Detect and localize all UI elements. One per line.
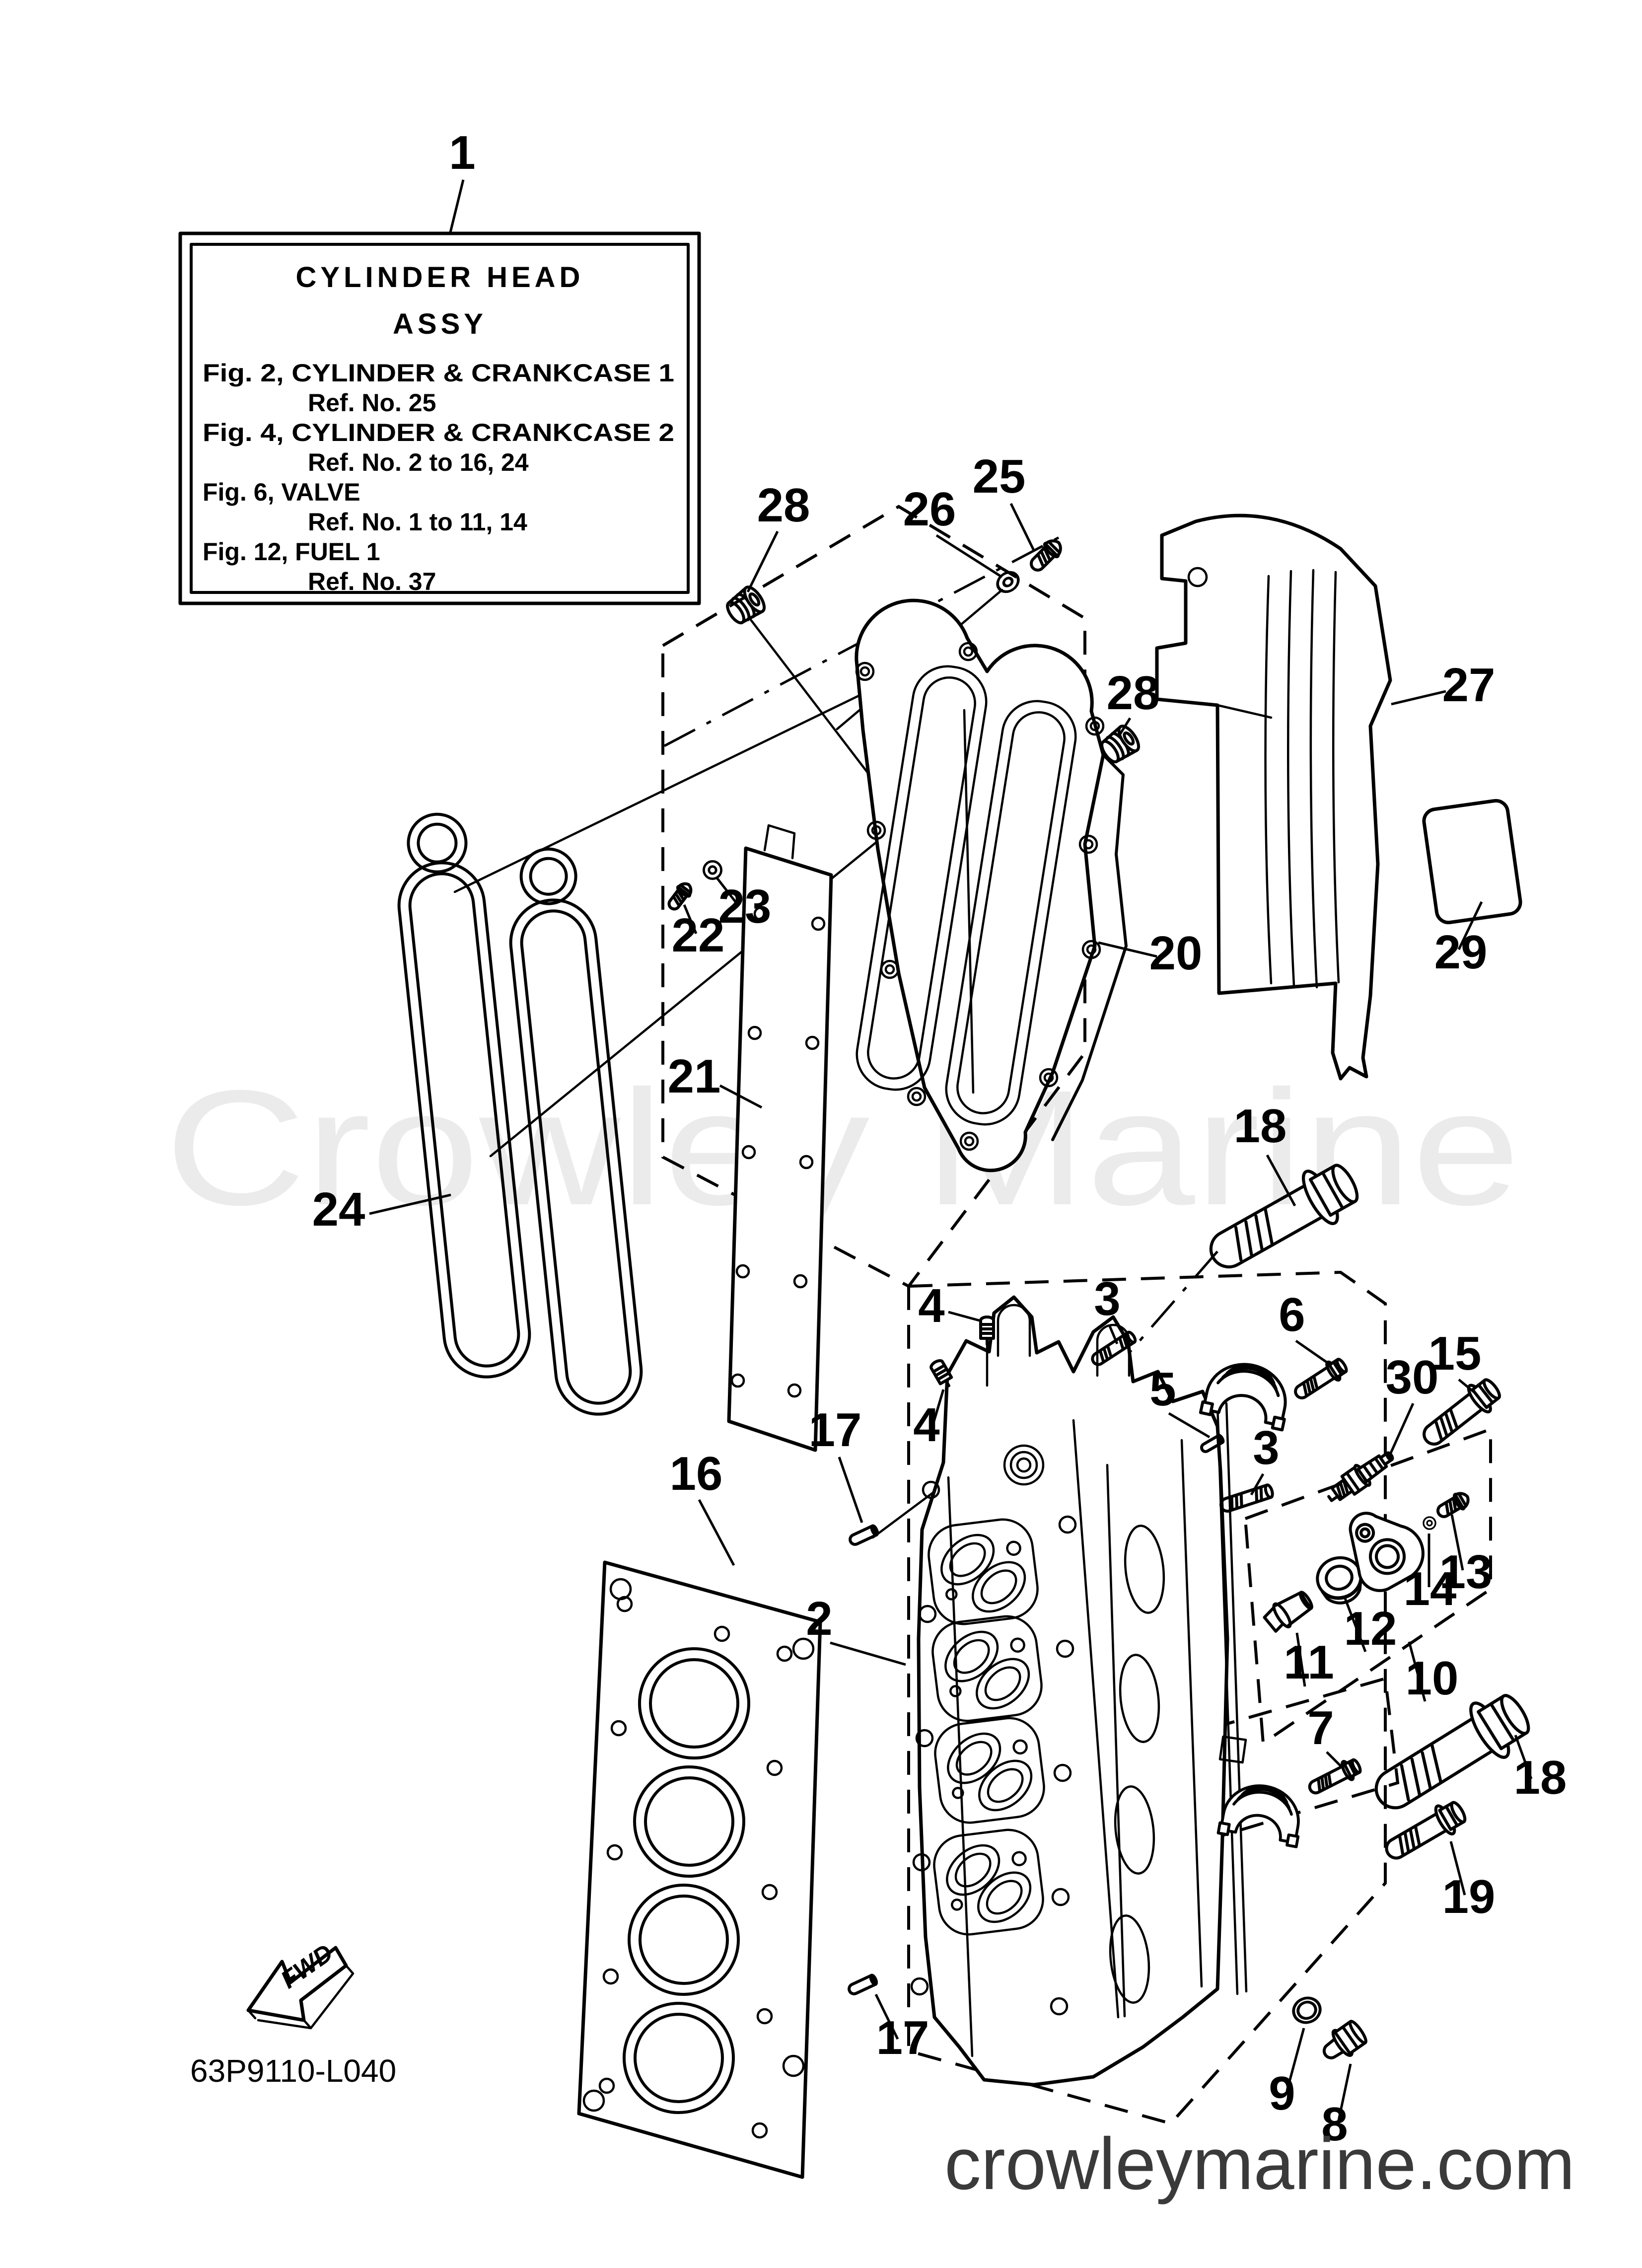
info-line-4: Fig. 6, VALVE [203,478,360,506]
callout-15: 15 [1428,1327,1482,1380]
hardware [665,536,1538,2059]
label-plate [1422,799,1522,925]
info-box-subtitle: ASSY [393,308,487,340]
bolt-6 [1291,1355,1350,1404]
callout-24: 24 [312,1183,365,1236]
anode-11 [1263,1591,1313,1633]
dowel-17 [848,1975,878,1995]
spark-plug-30 [1327,1451,1394,1502]
callout-12: 12 [1344,1602,1397,1655]
callout-2: 2 [806,1592,832,1645]
cylinder-head [910,1295,1248,2087]
callout-4: 4 [918,1279,944,1332]
callout-18: 18 [1514,1751,1567,1804]
info-line-2: Fig. 4, CYLINDER & CRANKCASE 2 [203,419,674,446]
apron-cover [1155,513,1392,1081]
grommet-28 [1097,723,1142,767]
head-bolt-holes [910,1480,1077,2016]
callout-10: 10 [1406,1652,1459,1705]
callout-19: 19 [1442,1870,1496,1923]
callout-16: 16 [670,1447,723,1500]
callout-17: 17 [876,2011,929,2064]
gasket-ring-9 [1292,1996,1322,2024]
info-line-7: Ref. No. 37 [308,568,436,595]
info-box-outer-border [178,231,701,605]
callout-6: 6 [1279,1288,1305,1341]
cover-bolt-bosses [855,642,1105,1151]
dashed-assembly-boxes [661,505,1492,2125]
drawing-number: 63P9110-L040 [190,2053,396,2089]
callout-21: 21 [668,1050,721,1103]
callout-30: 30 [1386,1351,1439,1404]
callout-11: 11 [1284,1636,1334,1689]
callout-4: 4 [913,1398,939,1452]
site-footer-text: crowleymarine.com [944,2123,1575,2205]
breather-plate [727,824,833,1452]
info-box-inner-border [190,243,690,594]
info-line-6: Fig. 12, FUEL 1 [203,538,380,566]
callout-5: 5 [1149,1363,1176,1416]
screw-25 [1027,536,1065,575]
callout-7: 7 [1307,1701,1334,1755]
callout-28: 28 [1107,666,1160,720]
info-box: CYLINDER HEAD ASSY Fig. 2, CYLINDER & CR… [178,231,701,605]
callout-23: 23 [718,880,772,933]
drain-bolt-8 [1322,2020,1367,2059]
callout-28: 28 [757,479,810,532]
info-box-title: CYLINDER HEAD [296,261,584,293]
callout-20: 20 [1149,927,1203,980]
callout-22: 22 [672,909,725,962]
callout-1: 1 [449,126,475,179]
callout-3: 3 [1094,1272,1120,1325]
stud-3 [1219,1484,1274,1513]
anode-cover-bracket [1349,1512,1425,1592]
callout-29: 29 [1434,926,1488,979]
callout-17: 17 [809,1403,862,1457]
bolt-7 [1306,1756,1363,1799]
washer-14 [1423,1516,1436,1530]
screw-22 [665,880,695,913]
callout-8: 8 [1321,2098,1348,2151]
callout-9: 9 [1269,2067,1295,2120]
callout-13: 13 [1439,1545,1493,1599]
washer-26 [994,569,1022,596]
callout-27: 27 [1442,658,1496,712]
callout-14: 14 [1404,1562,1457,1615]
fwd-arrow: FWD [246,1939,355,2030]
callout-18: 18 [1234,1099,1287,1153]
callout-26: 26 [903,483,956,536]
info-line-0: Fig. 2, CYLINDER & CRANKCASE 1 [203,359,674,387]
info-line-3: Ref. No. 2 to 16, 24 [308,448,529,476]
callout-3: 3 [1253,1421,1279,1474]
callout-25: 25 [973,450,1026,503]
valve-cover-gasket [397,812,643,1416]
head-gasket [577,1560,822,2179]
washer-23 [704,861,721,878]
dowel-17 [849,1525,879,1546]
cylinder-head-cover [855,598,1128,1172]
info-line-5: Ref. No. 1 to 11, 14 [308,508,527,536]
info-line-1: Ref. No. 25 [308,389,436,417]
leader-lines [369,179,1533,2121]
